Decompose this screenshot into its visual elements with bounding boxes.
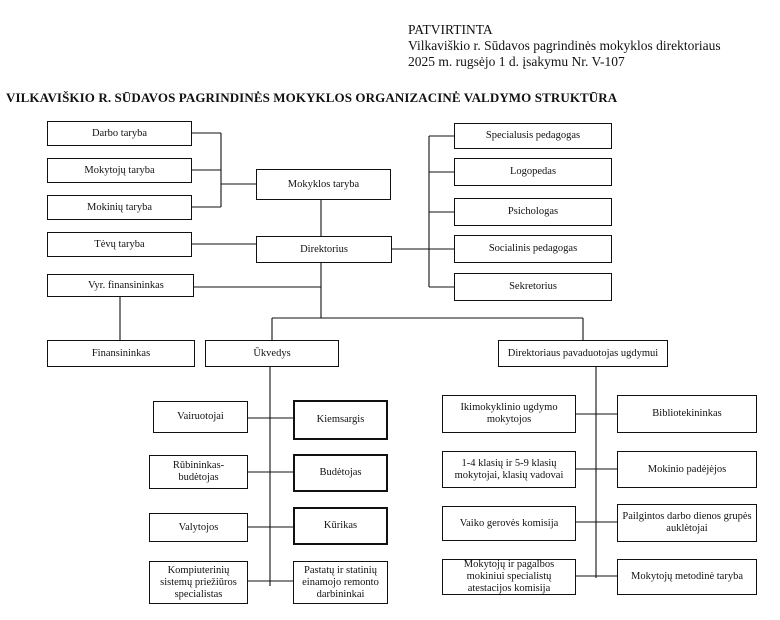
box-pailgintos: Pailgintos darbo dienos grupės auklėtoja… [617, 504, 757, 542]
box-finansininkas: Finansininkas [47, 340, 195, 367]
box-logopedas: Logopedas [454, 158, 612, 186]
approval-line-1: PATVIRTINTA [408, 22, 493, 37]
box-mokytoju-taryba: Mokytojų taryba [47, 158, 192, 183]
box-vairuotojai: Vairuotojai [153, 401, 248, 433]
box-rubininkas: Rūbininkas-budėtojas [149, 455, 248, 489]
box-sekretorius: Sekretorius [454, 273, 612, 301]
box-mokiniu-taryba: Mokinių taryba [47, 195, 192, 220]
page-title: VILKAVIŠKIO R. SŪDAVOS PAGRINDINĖS MOKYK… [6, 90, 618, 105]
box-vaiko-geroves: Vaiko gerovės komisija [442, 506, 576, 541]
box-valytojos: Valytojos [149, 513, 248, 542]
box-tevu-taryba: Tėvų taryba [47, 232, 192, 257]
box-ikimokyklinio: Ikimokyklinio ugdymo mokytojos [442, 395, 576, 433]
box-mokinio-padejejos: Mokinio padėjėjos [617, 451, 757, 488]
box-direktorius: Direktorius [256, 236, 392, 263]
box-darbo-taryba: Darbo taryba [47, 121, 192, 146]
box-kompiuteriniu: Kompiuterinių sistemų priežiūros special… [149, 561, 248, 604]
box-pavaduotojas: Direktoriaus pavaduotojas ugdymui [498, 340, 668, 367]
box-psichologas: Psichologas [454, 198, 612, 226]
box-ukvedys: Ūkvedys [205, 340, 339, 367]
box-mokyklos-taryba: Mokyklos taryba [256, 169, 391, 200]
box-bibliotekininkas: Bibliotekininkas [617, 395, 757, 433]
approval-line-2: Vilkaviškio r. Sūdavos pagrindinės mokyk… [408, 38, 721, 53]
box-vyr-finansininkas: Vyr. finansininkas [47, 274, 194, 297]
approval-line-3: 2025 m. rugsėjo 1 d. įsakymu Nr. V-107 [408, 54, 625, 69]
box-klasiu: 1-4 klasių ir 5-9 klasių mokytojai, klas… [442, 451, 576, 488]
box-budetojas: Budėtojas [293, 454, 388, 492]
box-pastatu: Pastatų ir statinių einamojo remonto dar… [293, 561, 388, 604]
box-kurikas: Kūrikas [293, 507, 388, 545]
approval-block: PATVIRTINTA Vilkaviškio r. Sūdavos pagri… [408, 22, 721, 70]
box-kiemsargis: Kiemsargis [293, 400, 388, 440]
box-socialinis-pedagogas: Socialinis pedagogas [454, 235, 612, 263]
box-mokytoju-pagalbos: Mokytojų ir pagalbos mokiniui specialist… [442, 559, 576, 595]
box-metodine: Mokytojų metodinė taryba [617, 559, 757, 595]
box-specialusis-pedagogas: Specialusis pedagogas [454, 123, 612, 149]
